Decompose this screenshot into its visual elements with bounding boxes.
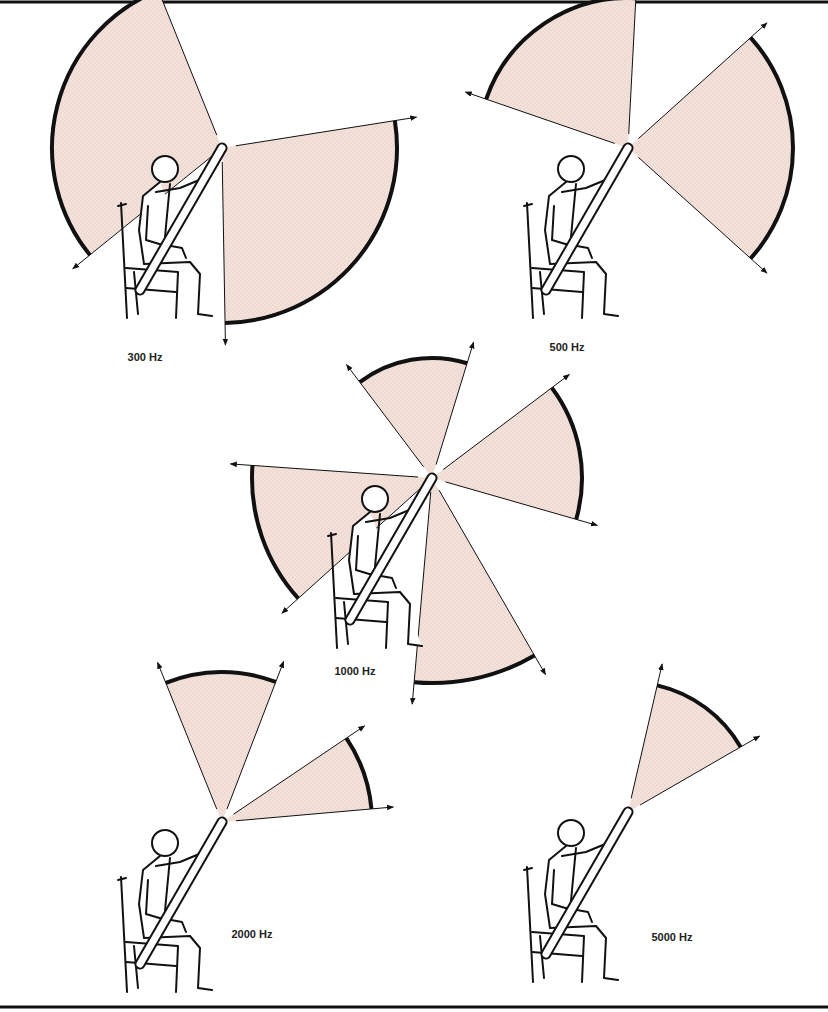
radiation-panel [465,0,793,318]
chair-top [118,878,126,880]
player-head [362,486,388,512]
frequency-label: 5000 Hz [652,931,693,944]
chair-back [121,203,127,318]
chair-back [527,867,533,982]
sector-arc [486,0,636,99]
sector-boundary-arrow [236,117,417,146]
chair-rail [126,288,176,292]
chair-top [328,534,336,536]
player-head [558,156,584,182]
sector-arc [657,685,740,747]
player-head [152,156,178,182]
sector-boundary-arrow [412,492,431,704]
chair-top [524,204,532,206]
instrument-body [546,148,628,290]
player-body [139,856,212,990]
radiation-sector [628,685,741,812]
chair-back [527,203,533,318]
sector-boundary-arrow [150,0,217,135]
sector-arc [552,388,582,520]
sector-boundary-arrow [230,464,418,477]
radiation-panel [52,0,417,345]
sector-arc [414,656,534,683]
instrument-outline [140,148,222,290]
chair-rail [532,288,582,292]
top-rule [0,1,828,4]
chair-top [524,868,532,870]
seated-player [118,148,222,318]
player-body [139,182,212,316]
radiation-sector [628,38,793,259]
sector-arc [346,738,371,809]
seated-player [524,148,628,318]
sector-boundary-arrow [234,726,365,814]
radiation-panel [118,661,393,992]
seated-player [118,822,222,992]
chair-rail [336,618,386,622]
player-head [152,830,178,856]
instrument-body [140,822,222,964]
sector-boundary-arrow [445,482,597,526]
sector-boundary-arrow [439,490,546,674]
frequency-label: 2000 Hz [232,928,273,941]
frequency-label: 1000 Hz [335,665,376,678]
frequency-label: 500 Hz [550,341,585,354]
radiation-sector [222,738,371,822]
sector-boundary-arrow [638,23,767,139]
sector-arc [751,38,793,259]
chair-top [118,204,126,206]
sector-boundary-arrow [347,365,424,467]
chair-rail [126,962,176,966]
sector-arc [225,121,397,323]
instrument-outline [546,812,628,954]
player-body [545,846,618,980]
radiation-sector [222,121,397,323]
instrument-body [140,148,222,290]
radiation-panel [230,342,597,704]
sector-boundary-arrow [629,0,637,134]
frequency-label: 300 Hz [128,351,163,364]
radiation-sector [360,358,467,478]
radiation-sector [414,478,534,683]
sector-boundary-arrow [222,162,225,345]
player-head [558,820,584,846]
instrument-body [350,478,432,620]
instrument-outline [350,478,432,620]
player-body [545,182,618,316]
player-body [349,512,422,646]
chair-back [331,533,337,648]
seated-player [328,478,432,648]
sector-arc [166,672,276,683]
chair-back [121,877,127,992]
chair-rail [532,952,582,956]
seated-player [524,812,628,982]
instrument-body [546,812,628,954]
radiation-sector [486,0,636,148]
sector-boundary-arrow [638,157,767,273]
sector-arc [252,465,298,598]
radiation-panel [524,664,760,982]
sector-arc [360,358,467,382]
instrument-outline [546,148,628,290]
bottom-rule [0,1006,828,1009]
instrument-outline [140,822,222,964]
